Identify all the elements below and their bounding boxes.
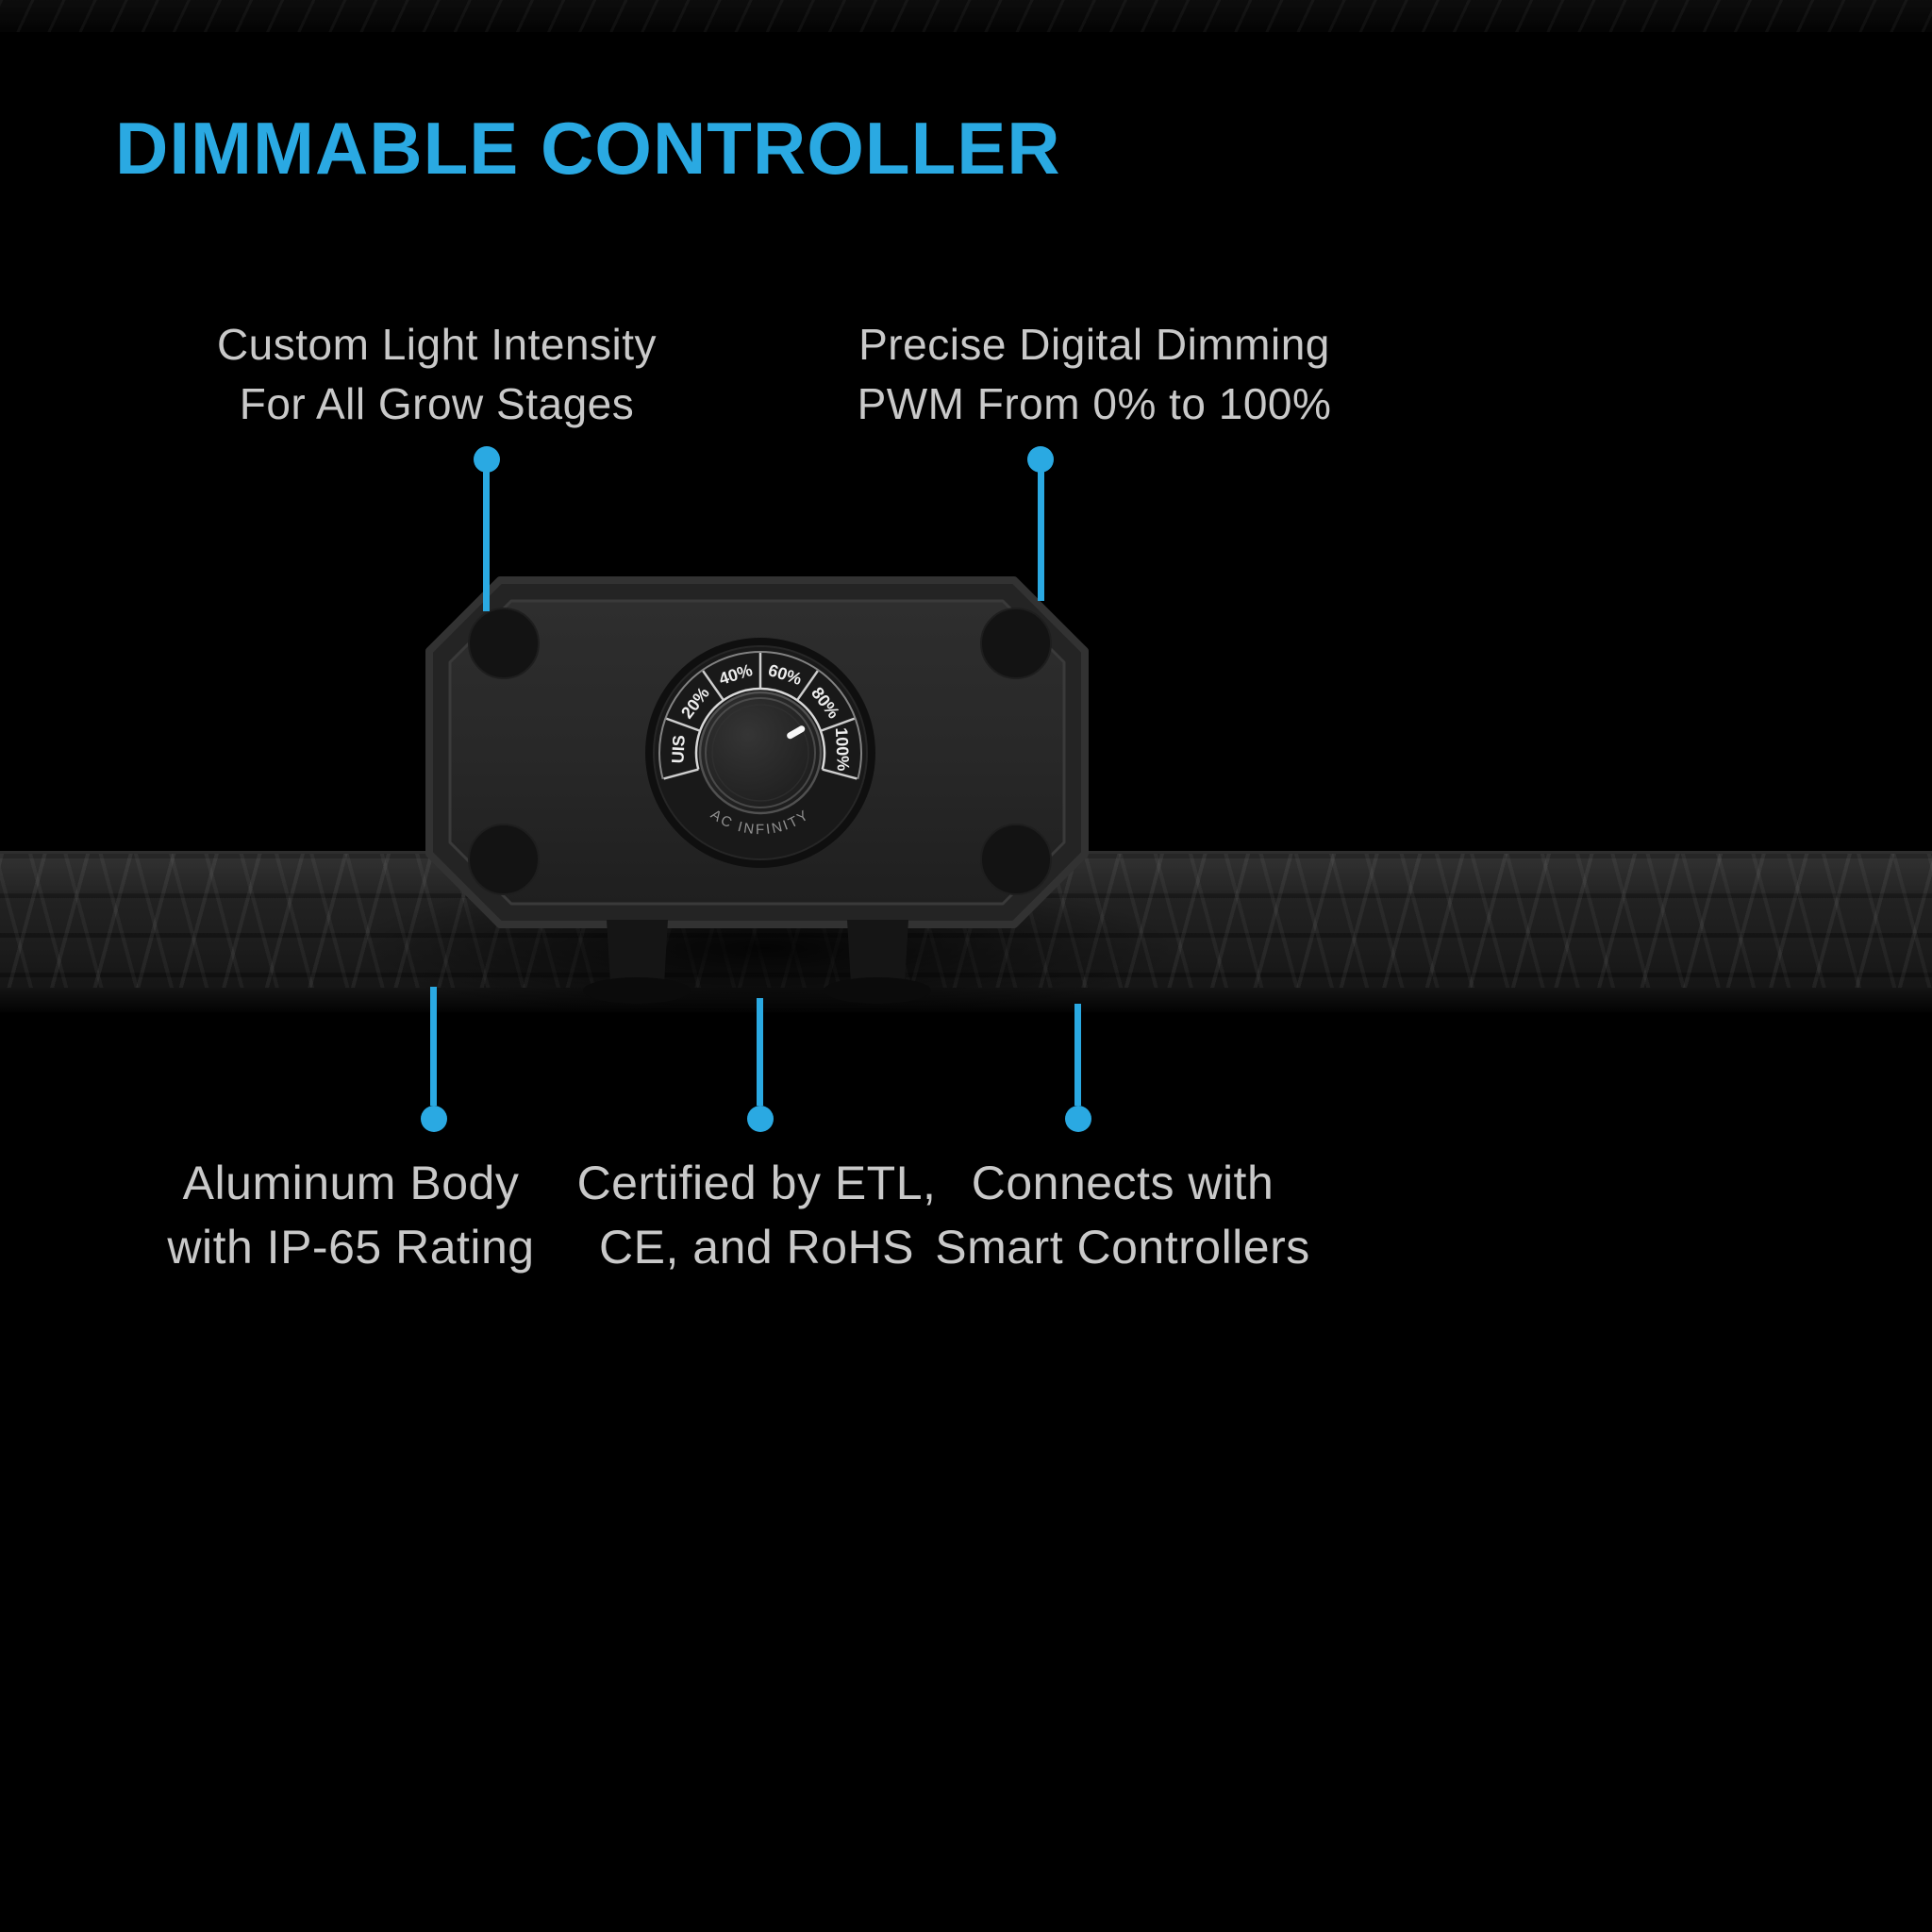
callout-certified: Certified by ETL, CE, and RoHS bbox=[521, 1151, 992, 1279]
corner-bumper bbox=[980, 608, 1052, 679]
callout-text-line: Aluminum Body bbox=[182, 1157, 520, 1209]
foot-pad bbox=[824, 977, 931, 1004]
callout-text-line: PWM From 0% to 100% bbox=[857, 378, 1332, 428]
page-title: DIMMABLE CONTROLLER bbox=[115, 107, 1061, 190]
callout-precise-digital-dimming: Precise Digital Dimming PWM From 0% to 1… bbox=[840, 315, 1349, 433]
corner-bumpers bbox=[468, 608, 1052, 895]
callout-text-line: with IP-65 Rating bbox=[167, 1221, 535, 1274]
dimmer-controller-device: UIS 20% 40% 60% 80% 100% AC INFINITY bbox=[425, 576, 1089, 1004]
callout-text-line: CE, and RoHS bbox=[599, 1221, 914, 1274]
callout-text-line: Custom Light Intensity bbox=[216, 320, 658, 369]
connector-line-bottom-right bbox=[1074, 1004, 1081, 1106]
corner-bumper bbox=[980, 824, 1052, 895]
foot-pad bbox=[583, 977, 691, 1004]
connector-line-top-left bbox=[483, 459, 490, 611]
connector-line-top-right bbox=[1038, 459, 1044, 601]
callout-smart-controllers: Connects with Smart Controllers bbox=[887, 1151, 1358, 1279]
dial-dividers bbox=[663, 653, 858, 780]
callout-custom-light-intensity: Custom Light Intensity For All Grow Stag… bbox=[201, 315, 673, 433]
foot bbox=[847, 920, 908, 985]
knob-indicator bbox=[787, 725, 806, 740]
callout-text-line: Precise Digital Dimming bbox=[858, 320, 1330, 369]
connector-dot-bottom-left bbox=[421, 1106, 447, 1132]
callout-text-line: Connects with bbox=[971, 1157, 1274, 1209]
corner-bumper bbox=[468, 608, 540, 679]
top-edge-texture bbox=[0, 0, 1932, 32]
foot bbox=[607, 920, 668, 985]
connector-dot-bottom-center bbox=[747, 1106, 774, 1132]
callout-text-line: For All Grow Stages bbox=[239, 378, 635, 428]
dial-label: UIS bbox=[668, 735, 688, 764]
dial-knob bbox=[698, 691, 823, 815]
connector-dot-bottom-right bbox=[1065, 1106, 1091, 1132]
callout-aluminum-body: Aluminum Body with IP-65 Rating bbox=[115, 1151, 587, 1279]
corner-bumper bbox=[468, 824, 540, 895]
callout-text-line: Smart Controllers bbox=[935, 1221, 1310, 1274]
dial-inner-arc bbox=[694, 687, 826, 770]
dial-outer-arc bbox=[658, 650, 862, 779]
connector-line-bottom-left bbox=[430, 987, 437, 1106]
dimmer-dial: UIS 20% 40% 60% 80% 100% AC INFINITY bbox=[645, 638, 875, 868]
mounting-feet bbox=[583, 920, 931, 1004]
callout-text-line: Certified by ETL, bbox=[576, 1157, 937, 1209]
connector-line-bottom-center bbox=[757, 998, 763, 1106]
dial-label: 100% bbox=[832, 727, 853, 772]
